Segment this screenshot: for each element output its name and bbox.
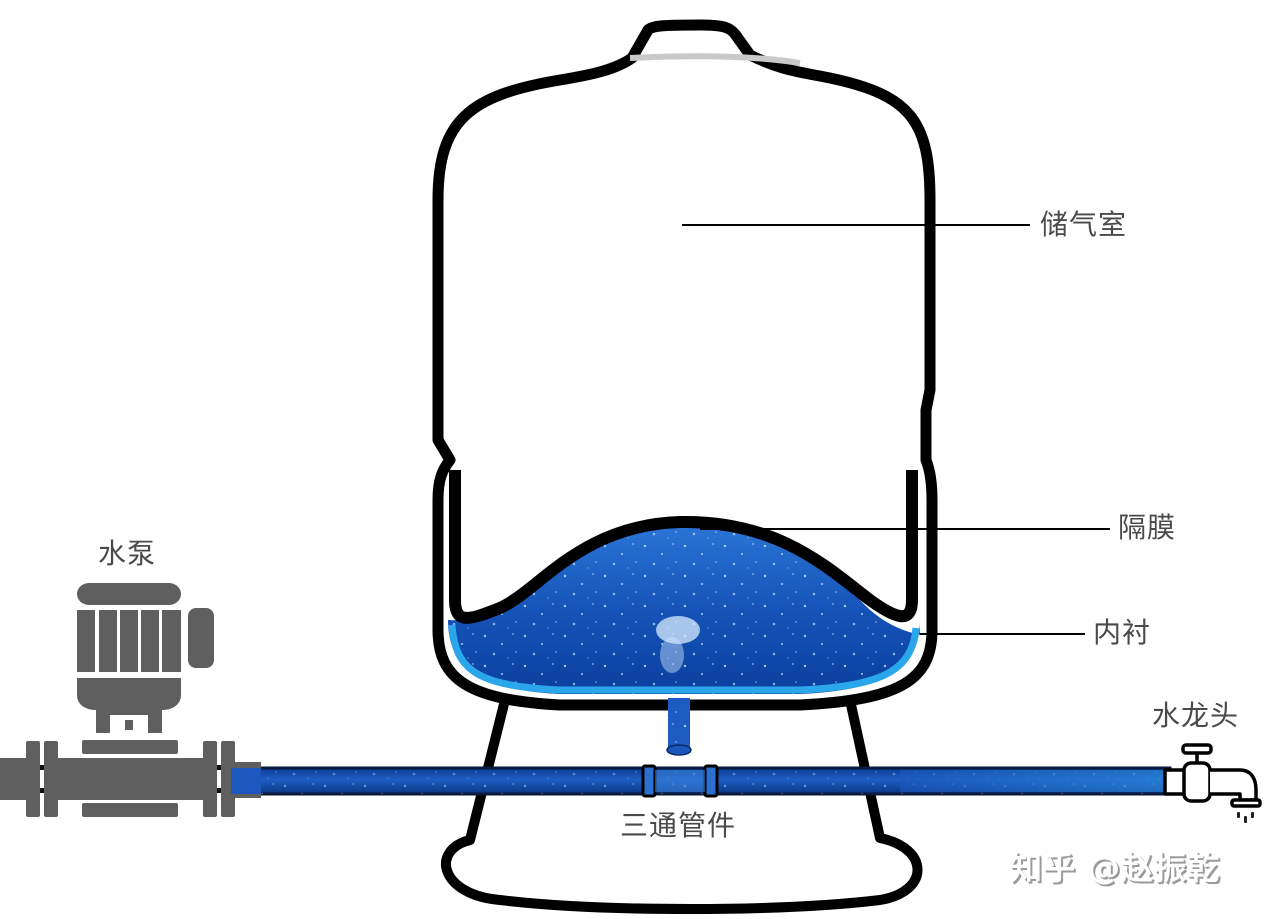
water-drops-icon [1237, 812, 1254, 823]
tank-outlet-pipe [666, 698, 692, 756]
leader-lines [682, 224, 1110, 635]
label-liner: 内衬 [1093, 616, 1152, 649]
pump-outlet-water [231, 768, 261, 794]
label-diaphragm: 隔膜 [1118, 511, 1177, 544]
tee-fitting [641, 764, 719, 798]
tank-base-stand [441, 698, 923, 914]
diaphragm [449, 470, 918, 624]
faucet-icon [1163, 743, 1262, 808]
label-tee-fitting: 三通管件 [620, 809, 737, 842]
label-air-chamber: 储气室 [1040, 208, 1128, 241]
label-pump: 水泵 [98, 537, 157, 570]
water-pump-icon [0, 583, 261, 817]
watermark: 知乎 @赵振乾 [1010, 849, 1221, 887]
pressure-tank [432, 19, 938, 711]
label-faucet: 水龙头 [1152, 699, 1240, 732]
